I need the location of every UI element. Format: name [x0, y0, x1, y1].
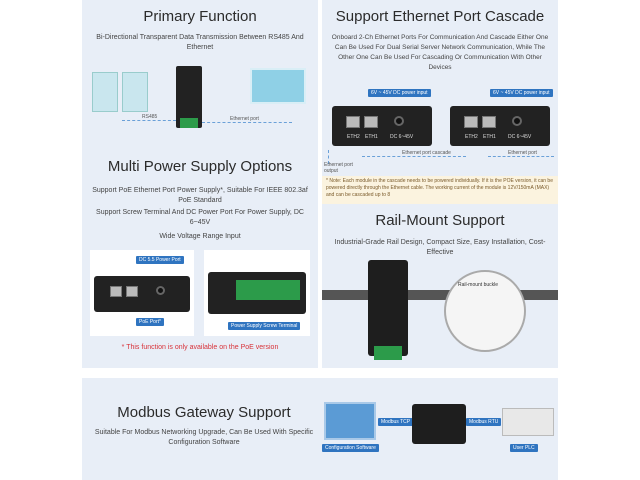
rail-panel: Rail-Mount Support Industrial-Grade Rail…	[322, 204, 558, 368]
modbus-rtu-label: Modbus RTU	[466, 418, 502, 426]
eth2-label: ETH2	[347, 134, 360, 140]
modbus-title: Modbus Gateway Support	[117, 404, 291, 421]
plc-device	[502, 408, 554, 436]
eth1-label: ETH1	[483, 134, 496, 140]
cascade-note: * Note: Each module in the cascade needs…	[322, 176, 558, 204]
eth-port	[364, 116, 378, 128]
eth-port	[482, 116, 496, 128]
config-software-screen	[324, 402, 376, 440]
gateway-device	[412, 404, 466, 444]
cascade-power-label-2: 6V ~ 45V DC power input	[490, 89, 553, 97]
power-title: Multi Power Supply Options	[107, 158, 293, 175]
cascade-ethernet-link	[488, 156, 554, 157]
rail-desc: Industrial-Grade Rail Design, Compact Si…	[334, 239, 546, 256]
cascade-device-2: ETH2 ETH1 DC 6~45V	[450, 106, 550, 146]
output-drop	[328, 150, 329, 164]
eth-port	[126, 286, 138, 297]
rail-device	[368, 260, 408, 356]
cascade-power-label-1: 6V ~ 45V DC power input	[368, 89, 431, 97]
power-photo-dc: DC 5.5 Power Port PoE Port*	[90, 250, 194, 336]
modbus-tcp-label: Modbus TCP	[378, 418, 414, 426]
power-photo-screw: Power Supply Screw Terminal	[204, 250, 310, 336]
cascade-desc: Onboard 2-Ch Ethernet Ports For Communic…	[331, 34, 549, 71]
poe-footnote: * This function is only available on the…	[121, 344, 279, 351]
dc-jack	[512, 116, 522, 126]
screw-terminal-label: Power Supply Screw Terminal	[228, 322, 301, 330]
power-desc-2: Support Screw Terminal And DC Power Port…	[96, 209, 304, 226]
link-rs485	[122, 120, 176, 121]
primary-function-desc: Bi-Directional Transparent Data Transmis…	[96, 34, 304, 51]
dc-jack	[394, 116, 404, 126]
dc-label: DC 6~45V	[508, 134, 532, 140]
rail-buckle-label: Rail-mount buckle	[458, 282, 499, 288]
rs485-device-1	[92, 72, 118, 112]
primary-ethernet-label: Ethernet port	[230, 116, 259, 122]
plc-label: User PLC	[510, 444, 538, 452]
power-device-front	[94, 276, 190, 312]
eth-port	[110, 286, 122, 297]
serial-server-device	[176, 66, 202, 128]
cascade-link-label: Ethernet port cascade	[402, 150, 451, 156]
dc-port-label: DC 5.5 Power Port	[136, 256, 184, 264]
cascade-panel: Support Ethernet Port Cascade Onboard 2-…	[322, 0, 558, 176]
primary-function-title: Primary Function	[143, 8, 257, 25]
primary-function-panel: Primary Function Bi-Directional Transpar…	[82, 0, 318, 150]
rail-buckle-zoom	[444, 270, 526, 352]
eth1-label: ETH1	[365, 134, 378, 140]
dc-label: DC 6~45V	[390, 134, 414, 140]
modbus-panel: Modbus Gateway Support Suitable For Modb…	[82, 378, 558, 480]
output-label: Ethernet port output	[324, 162, 353, 174]
eth-port	[346, 116, 360, 128]
cascade-ethernet-label: Ethernet port	[508, 150, 537, 156]
screw-terminal	[236, 280, 300, 300]
cascade-link	[362, 156, 466, 157]
power-device-side	[208, 272, 306, 314]
cascade-title: Support Ethernet Port Cascade	[335, 8, 545, 25]
rail-device-terminal	[374, 346, 402, 360]
power-desc-3: Wide Voltage Range Input	[159, 233, 241, 240]
cascade-device-1: ETH2 ETH1 DC 6~45V	[332, 106, 432, 146]
modbus-desc: Suitable For Modbus Networking Upgrade, …	[94, 429, 314, 446]
config-software-label: Configuration Software	[322, 444, 379, 452]
link-ethernet	[202, 122, 292, 123]
rs485-label: RS485	[142, 114, 158, 120]
dc-jack	[156, 286, 165, 295]
poe-port-label: PoE Port*	[136, 318, 164, 326]
eth2-label: ETH2	[465, 134, 478, 140]
serial-server-terminal	[180, 118, 198, 128]
power-desc-1: Support PoE Ethernet Port Power Supply*,…	[92, 187, 308, 204]
power-panel: Multi Power Supply Options Support PoE E…	[82, 150, 318, 368]
eth-port	[464, 116, 478, 128]
rail-title: Rail-Mount Support	[375, 212, 505, 229]
rs485-device-2	[122, 72, 148, 112]
rail-din-bar	[322, 290, 558, 300]
pc-monitor	[250, 68, 306, 104]
